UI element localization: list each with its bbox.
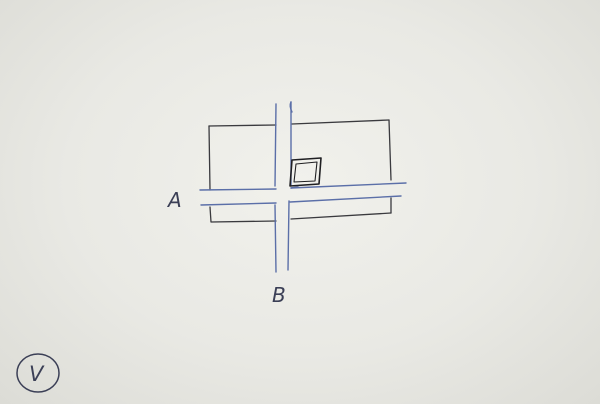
road-b <box>274 101 293 273</box>
circled-v-mark: V <box>16 353 60 393</box>
label-road-a: A <box>166 188 182 212</box>
label-road-b: B <box>272 283 286 307</box>
rectangle-outline <box>208 119 392 223</box>
building-square <box>289 157 322 187</box>
mark-circle <box>16 353 60 393</box>
road-a <box>199 182 407 206</box>
mark-letter: V <box>29 362 45 386</box>
